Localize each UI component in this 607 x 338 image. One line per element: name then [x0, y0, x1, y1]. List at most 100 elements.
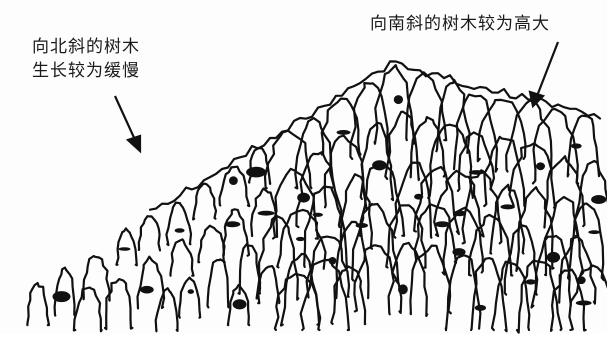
- shadow-mark: [575, 300, 592, 306]
- tree-canopy: [476, 98, 527, 163]
- tree-canopy: [490, 260, 531, 332]
- shadow-mark: [372, 160, 387, 171]
- tree-canopy: [413, 203, 458, 264]
- tree-canopy: [573, 159, 607, 237]
- shadow-mark: [393, 95, 403, 105]
- tree-canopy: [508, 142, 557, 210]
- tree-canopy: [483, 135, 526, 208]
- shadow-mark: [118, 247, 131, 251]
- tree-canopy: [330, 265, 367, 326]
- arrow-south: [528, 41, 560, 109]
- tree-canopy: [273, 272, 322, 332]
- tree-canopy: [335, 220, 370, 300]
- tree-canopy: [165, 201, 193, 247]
- tree-canopy: [299, 258, 350, 332]
- shadow-mark: [591, 195, 607, 204]
- shadow-mark: [570, 143, 582, 149]
- tree-canopy: [515, 186, 555, 272]
- shadow-mark: [246, 166, 267, 178]
- tree-canopy: [452, 93, 499, 173]
- tree-canopy: [387, 241, 429, 318]
- tree-canopy: [115, 227, 138, 267]
- tree-canopy: [384, 110, 421, 182]
- shadow-mark: [174, 228, 185, 233]
- tree-canopy: [82, 254, 111, 302]
- tree-canopy: [250, 187, 279, 239]
- tree-canopy: [72, 286, 103, 333]
- tree-canopy: [433, 169, 485, 238]
- shadow-mark: [453, 210, 466, 217]
- tree-canopy: [531, 107, 580, 185]
- tree-canopy: [392, 161, 433, 239]
- shadow-mark: [297, 192, 310, 203]
- tree-canopy: [226, 283, 251, 327]
- tree-canopy: [530, 234, 572, 309]
- tree-canopy: [103, 278, 134, 331]
- shadow-mark: [52, 291, 71, 303]
- tree-canopy: [339, 173, 374, 250]
- shadow-mark: [398, 284, 408, 295]
- tree-canopy: [197, 224, 226, 264]
- tree-canopy: [441, 206, 484, 276]
- tree-canopy: [503, 223, 539, 296]
- north-tree-label-line2: 生长较为缓慢: [32, 61, 140, 81]
- tree-canopy: [470, 257, 508, 333]
- tree-canopy: [26, 281, 51, 327]
- tree-canopy: [178, 276, 202, 319]
- shadow-mark: [546, 251, 561, 263]
- shadow-mark: [474, 304, 487, 311]
- shadow-mark: [525, 279, 536, 285]
- shadow-mark: [414, 193, 424, 200]
- tree-canopy: [222, 208, 251, 257]
- tree-canopy: [505, 99, 553, 173]
- tree-canopy: [206, 258, 231, 309]
- shadow-mark: [232, 299, 247, 310]
- shadow-mark: [452, 248, 466, 256]
- tree-canopy: [303, 185, 348, 268]
- tree-canopy: [543, 155, 586, 229]
- shadow-mark: [257, 210, 275, 216]
- shadow-mark: [229, 176, 238, 186]
- shadow-mark: [434, 221, 450, 228]
- tree-canopy: [218, 165, 251, 208]
- tree-canopy: [461, 169, 503, 245]
- south-tree-label: 向南斜的树木较为高大: [370, 14, 550, 34]
- canopy-shadows: [52, 95, 607, 311]
- tree-canopy: [137, 215, 162, 252]
- tree-canopy: [549, 268, 587, 332]
- tree-canopy: [543, 195, 585, 277]
- shadow-mark: [312, 212, 324, 217]
- tree-canopy: [409, 116, 447, 179]
- tree-canopy: [568, 264, 607, 332]
- shadow-mark: [536, 162, 545, 171]
- shadow-mark: [187, 289, 194, 294]
- shadow-mark: [355, 223, 368, 228]
- tree-canopy: [351, 202, 400, 285]
- tree-canopy: [320, 97, 362, 156]
- tree-canopy: [192, 182, 218, 221]
- tree-canopy: [435, 78, 471, 154]
- tree-canopy: [566, 114, 601, 178]
- shadow-mark: [588, 230, 601, 235]
- shadow-mark: [468, 170, 485, 175]
- tree-canopy: [489, 183, 526, 255]
- shadow-mark: [224, 221, 241, 228]
- shadow-mark: [140, 285, 154, 294]
- shadow-mark: [328, 257, 337, 265]
- tree-canopy: [154, 287, 179, 333]
- tree-canopy: [349, 82, 391, 162]
- tree-canopy: [276, 208, 327, 270]
- shadow-mark: [296, 236, 305, 242]
- tree-canopy: [444, 254, 482, 332]
- tree-canopy: [169, 238, 195, 277]
- tree-canopy: [515, 259, 563, 334]
- shadow-mark: [576, 276, 586, 285]
- tree-canopy: [257, 265, 281, 305]
- tree-canopy: [373, 64, 416, 145]
- hill-ridge-line: [148, 60, 602, 211]
- tree-canopies: [26, 60, 607, 334]
- north-tree-label-line1: 向北斜的树木: [32, 37, 140, 57]
- tree-canopy: [255, 214, 300, 301]
